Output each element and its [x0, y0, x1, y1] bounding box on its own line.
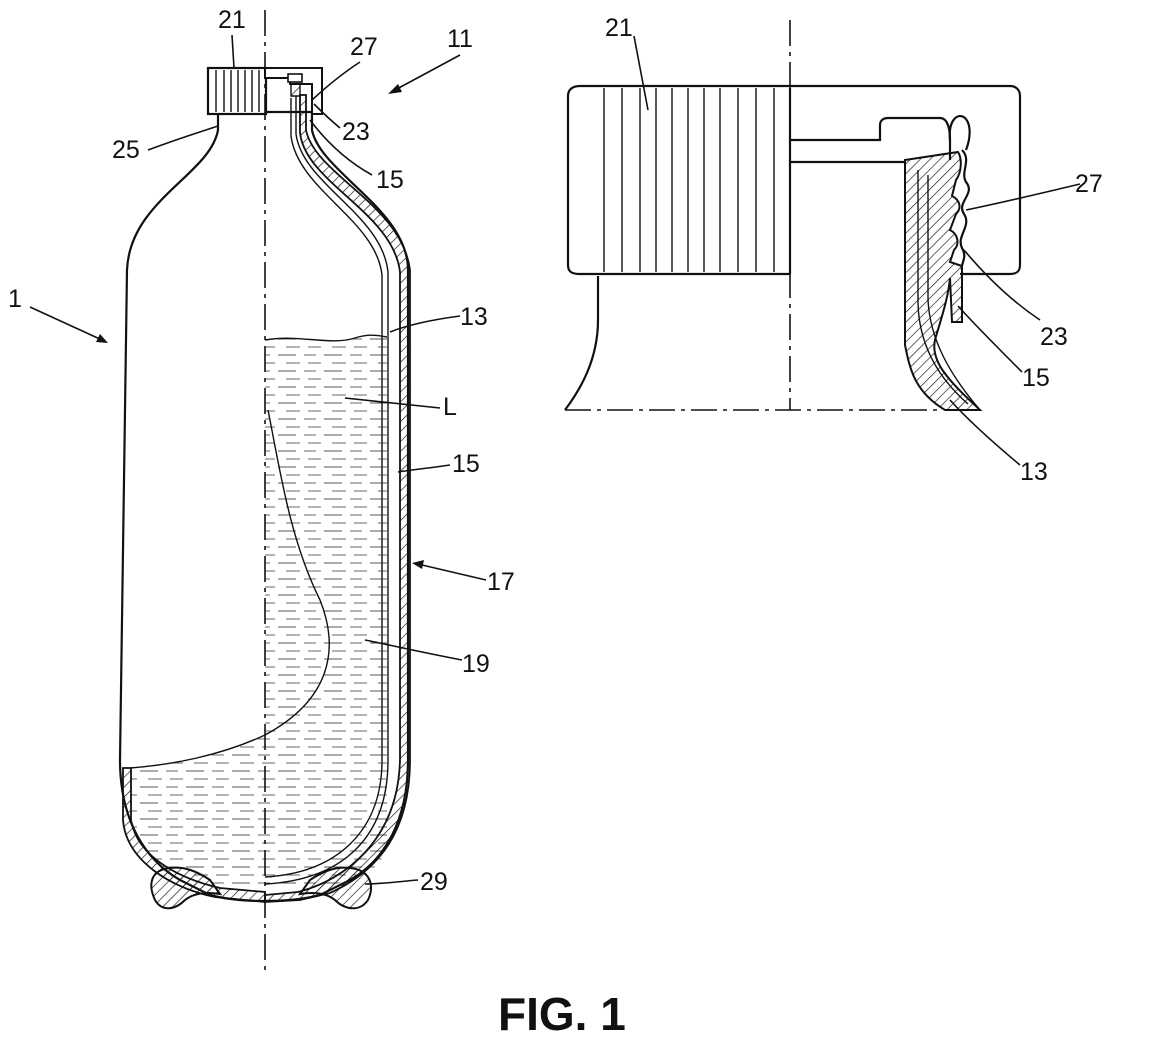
label-15-top: 15 [376, 166, 404, 194]
detail-leaders [634, 36, 1080, 465]
label-27: 27 [350, 33, 378, 61]
label-L: L [443, 393, 457, 421]
detail-cap-seal [950, 116, 970, 150]
detail-label-13: 13 [1020, 458, 1048, 486]
liquid-body [265, 335, 387, 890]
cap-thread-box [288, 74, 302, 82]
detail-label-21: 21 [605, 14, 633, 42]
detail-labels: 21 27 23 15 13 [605, 14, 1103, 486]
label-11: 11 [447, 25, 473, 53]
label-19: 19 [462, 650, 490, 678]
label-13: 13 [460, 303, 488, 331]
bottle-drawing [120, 10, 410, 975]
detail-neck-left [565, 276, 598, 410]
label-25: 25 [112, 136, 140, 164]
figure-caption: FIG. 1 [498, 988, 626, 1040]
label-1: 1 [8, 285, 22, 313]
detail-cap-knurling [604, 88, 790, 274]
detail-label-15: 15 [1022, 364, 1050, 392]
label-17: 17 [487, 568, 515, 596]
detail-drawing [565, 20, 1020, 410]
label-23: 23 [342, 118, 370, 146]
detail-label-23: 23 [1040, 323, 1068, 351]
detail-cap-cavity [790, 118, 950, 160]
label-21: 21 [218, 6, 246, 34]
label-15-mid: 15 [452, 450, 480, 478]
cap-neck-hatch [291, 84, 300, 96]
detail-label-27: 27 [1075, 170, 1103, 198]
label-29: 29 [420, 868, 448, 896]
